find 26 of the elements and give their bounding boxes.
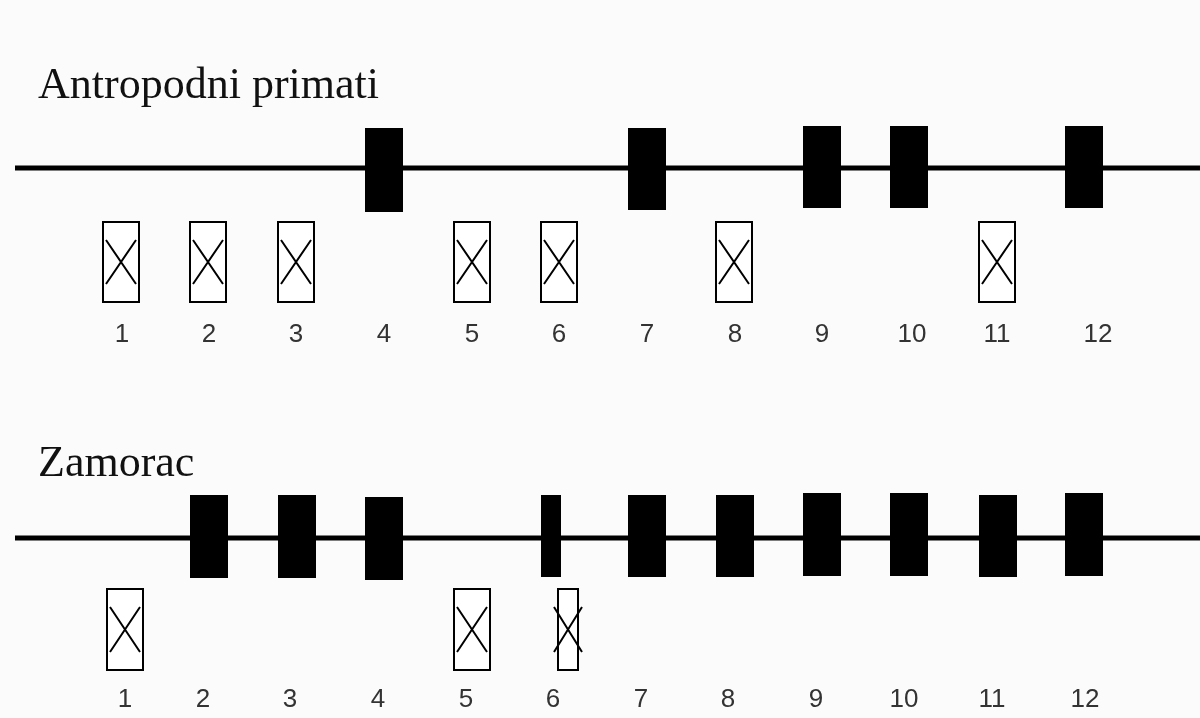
gene-number: 4 — [376, 320, 392, 346]
gene-number: 12 — [1070, 685, 1100, 711]
gene-number: 3 — [288, 320, 304, 346]
gene-number: 8 — [727, 320, 743, 346]
gene-number: 10 — [889, 685, 919, 711]
gene-number: 3 — [282, 685, 298, 711]
gene-number: 1 — [117, 685, 133, 711]
species-heading: Zamorac — [38, 440, 195, 484]
gene-number: 5 — [464, 320, 480, 346]
gene-number: 4 — [370, 685, 386, 711]
gene-number: 10 — [897, 320, 927, 346]
gene-number: 7 — [633, 685, 649, 711]
gene-number: 2 — [201, 320, 217, 346]
gene-number: 9 — [808, 685, 824, 711]
gene-number: 5 — [458, 685, 474, 711]
gene-number: 6 — [551, 320, 567, 346]
gene-number: 2 — [195, 685, 211, 711]
gene-number: 6 — [545, 685, 561, 711]
gene-number: 7 — [639, 320, 655, 346]
gene-number: 1 — [114, 320, 130, 346]
species-heading: Antropodni primati — [38, 62, 379, 106]
gene-number: 12 — [1083, 320, 1113, 346]
gene-number: 11 — [983, 320, 1011, 346]
gene-number: 8 — [720, 685, 736, 711]
gene-number: 11 — [978, 685, 1006, 711]
gene-number: 9 — [814, 320, 830, 346]
